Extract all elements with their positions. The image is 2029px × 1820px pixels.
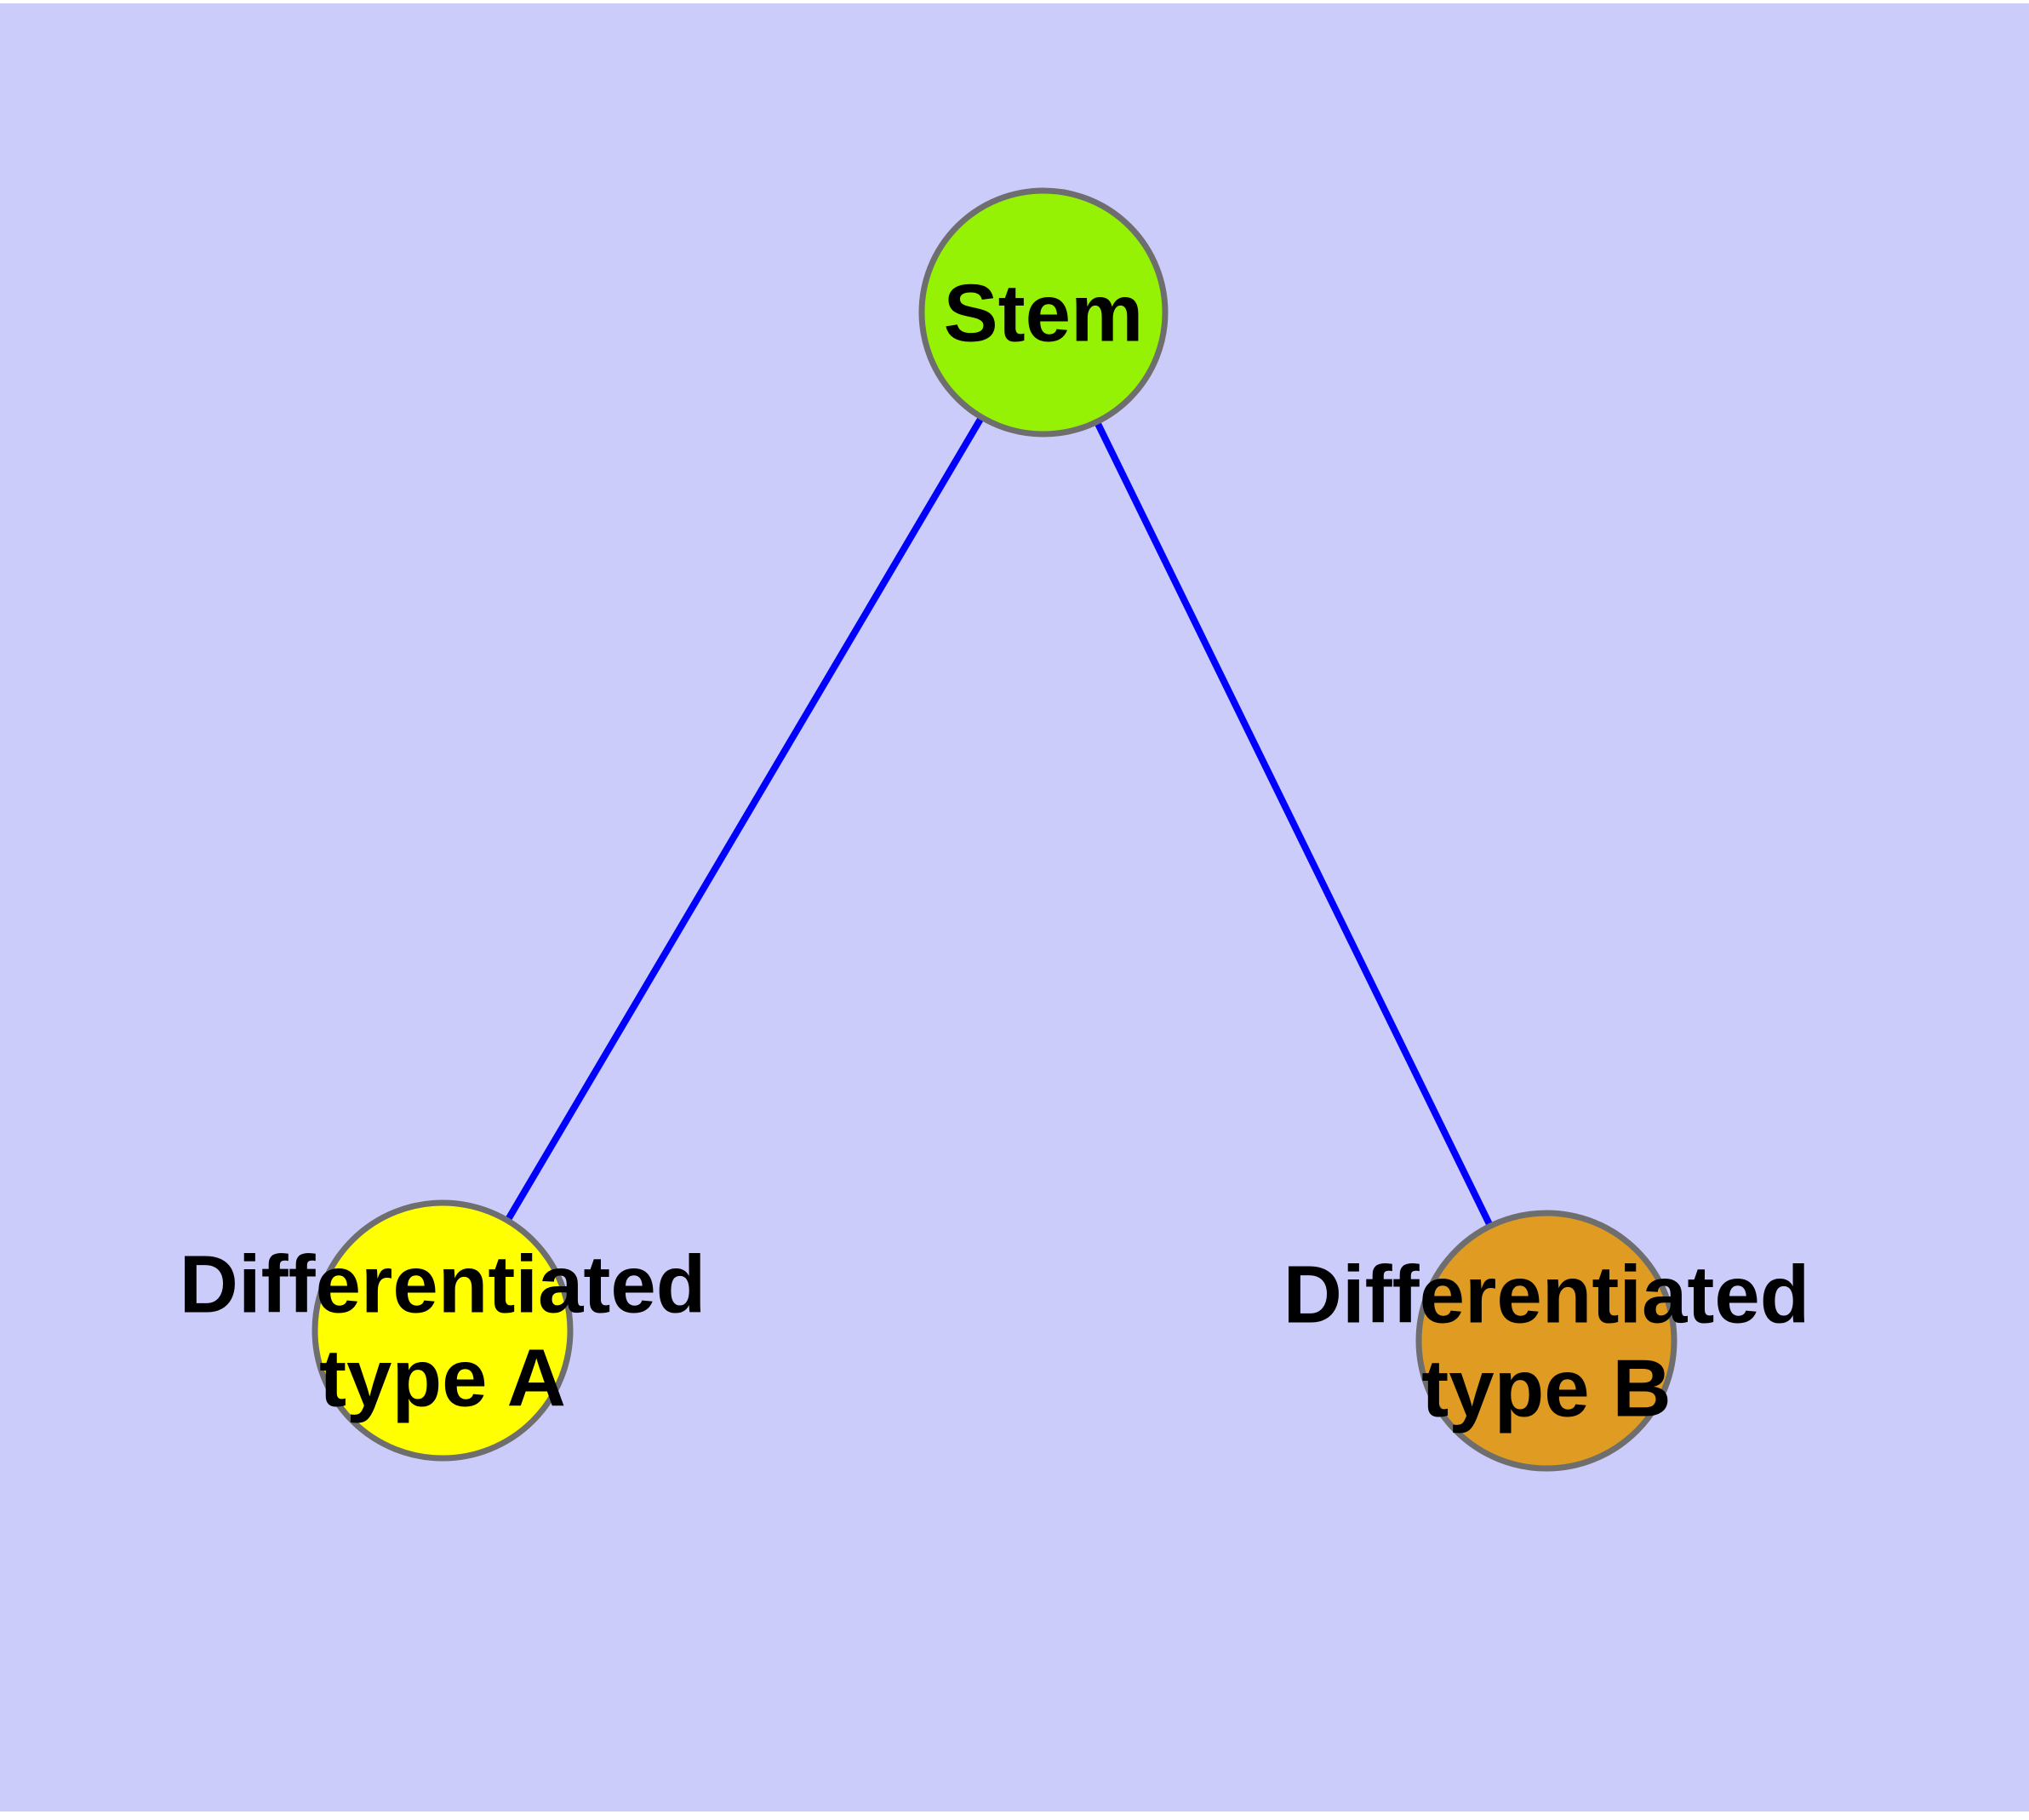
node-label-line: Stem <box>944 268 1144 359</box>
graph-edge <box>1095 421 1493 1227</box>
graph-edge <box>505 416 984 1222</box>
node-label-line: type B <box>1421 1343 1671 1434</box>
node-label-line: Differentiated <box>1283 1250 1810 1341</box>
node-label-line: Differentiated <box>180 1239 706 1331</box>
edges-layer <box>505 416 1493 1227</box>
node-label-stem: Stem <box>944 268 1144 359</box>
graph-node-stem[interactable] <box>918 187 1169 438</box>
graph-node-diff_b[interactable] <box>1415 1210 1677 1472</box>
graph-node-diff_a[interactable] <box>311 1199 574 1462</box>
node-label-line: type A <box>319 1333 566 1424</box>
nodes-layer <box>311 187 1677 1472</box>
